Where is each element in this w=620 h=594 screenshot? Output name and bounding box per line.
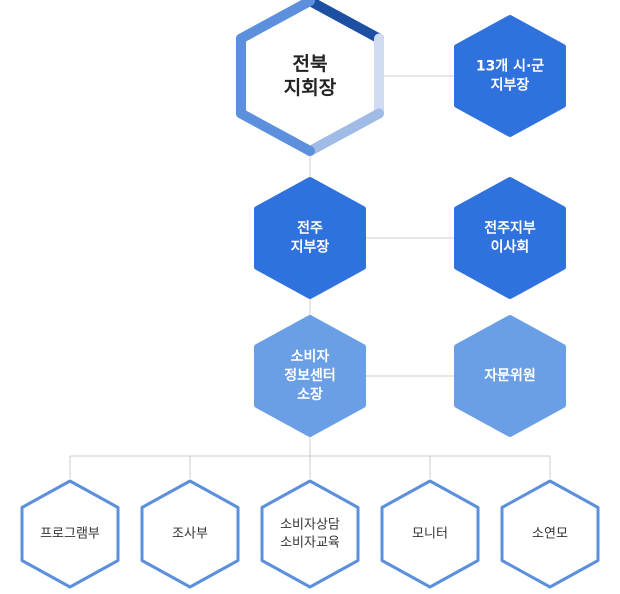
jeonbuk-border-edge-1: [305, 0, 384, 44]
center-node: [254, 315, 366, 437]
board-node: [454, 177, 566, 299]
jeonbuk-border-edge-4: [236, 108, 315, 156]
jeonju-label-line-1: 전주: [297, 220, 323, 237]
jeonbuk-border-edge-3: [305, 108, 384, 156]
board-hexagon: [454, 177, 566, 299]
counsel-label-line-1: 소비자상담: [280, 518, 340, 533]
cities-label-line-2: 지부장: [491, 77, 530, 94]
research-label-line-1: 조사부: [172, 527, 208, 542]
monitor-label-line-1: 모니터: [412, 527, 448, 542]
advisory-hexagon: [454, 315, 566, 437]
program-label-line-1: 프로그램부: [40, 527, 100, 542]
advisory-label-line-1: 자문위원: [484, 368, 536, 384]
research-hexagon: [140, 479, 240, 589]
board-label-line-1: 전주지부: [484, 220, 536, 237]
board-label-line-2: 이사회: [491, 239, 530, 256]
program-hexagon: [20, 479, 120, 589]
cities-node: [454, 15, 566, 137]
jeonbuk-hexagon: [241, 1, 379, 151]
center-hexagon: [254, 315, 366, 437]
theater-label-line-1: 소연모: [532, 527, 568, 542]
center-label-line-2: 정보센터: [284, 367, 336, 384]
center-label-line-1: 소비자: [291, 349, 330, 365]
counsel-label-line-2: 소비자교육: [280, 536, 340, 551]
cities-hexagon: [454, 15, 566, 137]
jeonju-hexagon: [254, 177, 366, 299]
jeonju-label-line-2: 지부장: [291, 239, 330, 256]
counsel-hexagon: [260, 479, 360, 589]
center-label-line-3: 소장: [297, 386, 323, 403]
theater-hexagon: [500, 479, 600, 589]
jeonbuk-border-edge-6: [236, 0, 315, 44]
jeonbuk-label-line-2: 지회장: [284, 77, 337, 99]
monitor-hexagon: [380, 479, 480, 589]
jeonbuk-label-line-1: 전북: [293, 53, 328, 75]
advisory-node: [454, 315, 566, 437]
jeonju-node: [254, 177, 366, 299]
cities-label-line-1: 13개 시·군: [476, 59, 544, 75]
